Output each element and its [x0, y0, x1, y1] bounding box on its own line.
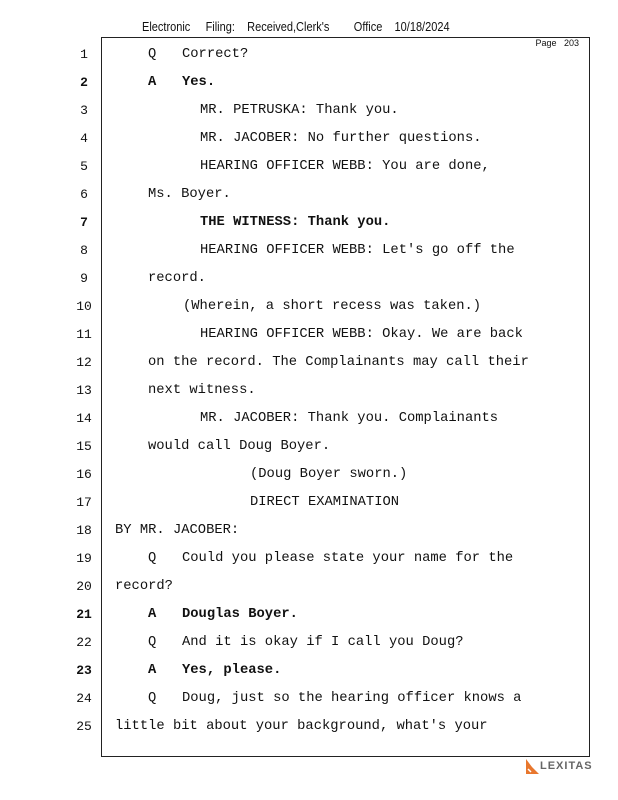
line-number: 19	[76, 551, 92, 566]
line-text: BY MR. JACOBER:	[115, 523, 240, 538]
line-number: 5	[80, 159, 88, 174]
line-text: (Wherein, a short recess was taken.)	[183, 299, 482, 314]
line-text: HEARING OFFICER WEBB: Okay. We are back	[200, 327, 523, 342]
line-text: Douglas Boyer.	[182, 607, 298, 622]
line-text: would call Doug Boyer.	[148, 439, 331, 454]
line-number: 18	[76, 523, 92, 538]
line-text: Correct?	[182, 47, 249, 62]
question-label: Q	[148, 551, 157, 566]
line-number: 10	[76, 299, 92, 314]
line-number: 22	[76, 635, 92, 650]
answer-label: A	[148, 75, 157, 90]
line-number: 16	[76, 467, 92, 482]
line-number: 24	[76, 691, 92, 706]
transcript-page: Page 203	[101, 37, 590, 757]
line-text: Could you please state your name for the	[182, 551, 514, 566]
line-number: 9	[80, 271, 88, 286]
line-number: 1	[80, 47, 88, 62]
line-text: (Doug Boyer sworn.)	[250, 467, 408, 482]
page-number: Page 203	[535, 38, 579, 48]
line-number: 14	[76, 411, 92, 426]
lexitas-logo: LEXITAS	[524, 757, 593, 775]
line-text: on the record. The Complainants may call…	[148, 355, 529, 370]
line-text: MR. JACOBER: No further questions.	[200, 131, 482, 146]
line-number: 8	[80, 243, 88, 258]
answer-label: A	[148, 663, 157, 678]
logo-text: LEXITAS	[540, 760, 593, 772]
line-number: 4	[80, 131, 88, 146]
question-label: Q	[148, 635, 157, 650]
line-text: record?	[115, 579, 173, 594]
line-number: 7	[80, 215, 88, 230]
question-label: Q	[148, 691, 157, 706]
line-number: 25	[76, 719, 92, 734]
line-number: 11	[76, 327, 92, 342]
line-number: 3	[80, 103, 88, 118]
line-number: 23	[76, 663, 92, 678]
line-text: next witness.	[148, 383, 256, 398]
line-number: 12	[76, 355, 92, 370]
line-number: 17	[76, 495, 92, 510]
line-number: 13	[76, 383, 92, 398]
line-text: DIRECT EXAMINATION	[250, 495, 400, 510]
line-text: Yes, please.	[182, 663, 282, 678]
question-label: Q	[148, 47, 157, 62]
line-text: Yes.	[182, 75, 216, 90]
line-number: 20	[76, 579, 92, 594]
line-text: HEARING OFFICER WEBB: You are done,	[200, 159, 490, 174]
line-text: And it is okay if I call you Doug?	[182, 635, 464, 650]
line-number: 6	[80, 187, 88, 202]
lexitas-logo-icon	[526, 759, 539, 774]
filing-header: Electronic Filing: Received,Clerk's Offi…	[142, 20, 450, 34]
line-text: Doug, just so the hearing officer knows …	[182, 691, 522, 706]
line-text: MR. JACOBER: Thank you. Complainants	[200, 411, 499, 426]
line-text: HEARING OFFICER WEBB: Let's go off the	[200, 243, 515, 258]
line-text: MR. PETRUSKA: Thank you.	[200, 103, 399, 118]
line-number: 21	[76, 607, 92, 622]
line-text: THE WITNESS: Thank you.	[200, 215, 391, 230]
line-text: record.	[148, 271, 206, 286]
answer-label: A	[148, 607, 157, 622]
line-number: 15	[76, 439, 92, 454]
line-text: Ms. Boyer.	[148, 187, 231, 202]
line-text: little bit about your background, what's…	[115, 719, 488, 734]
line-number: 2	[80, 75, 88, 90]
